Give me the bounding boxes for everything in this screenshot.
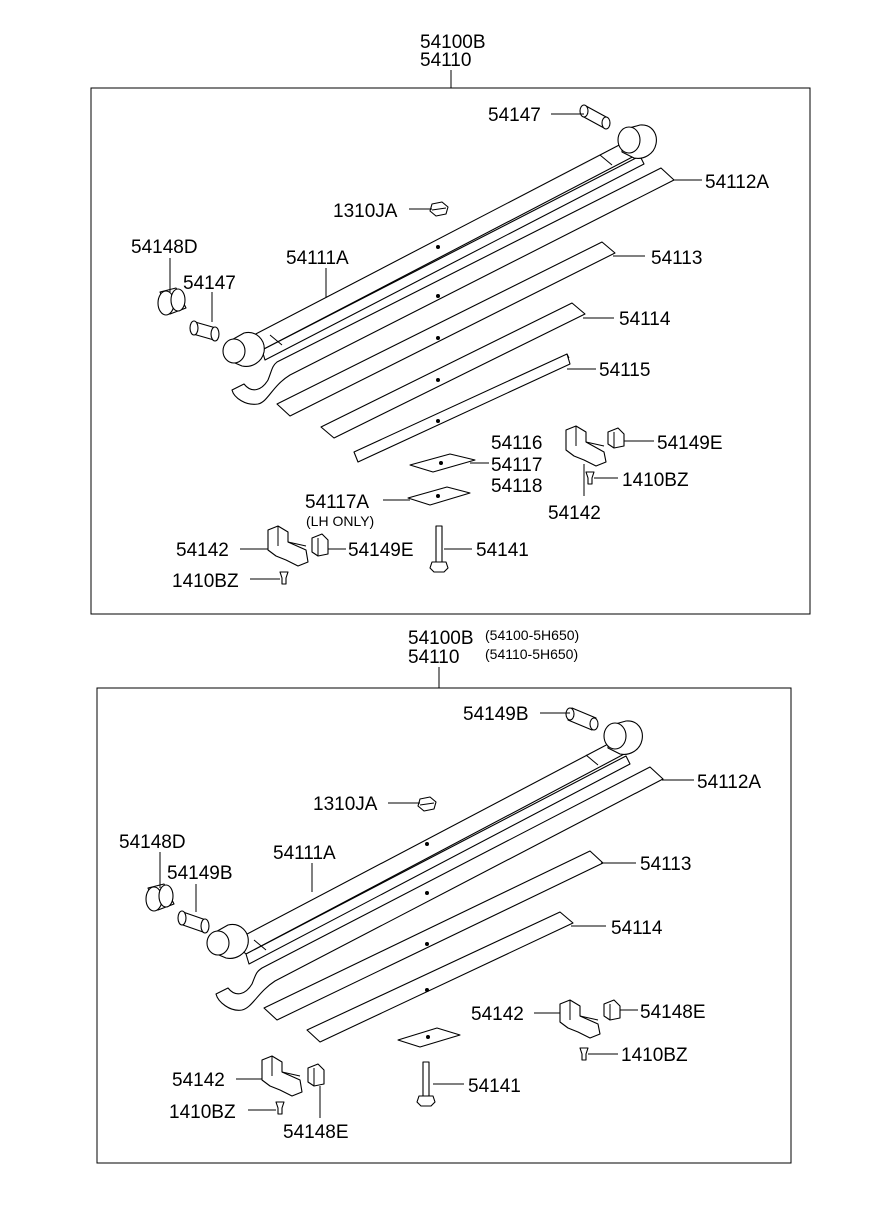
bottom-title-line-1: 54100B bbox=[408, 628, 474, 649]
top-nut-1310ja bbox=[429, 201, 449, 217]
bottom-callout-labels: 54149B 54112A 1310JA 54148D 54149B 54111… bbox=[119, 704, 761, 1143]
label-bottom-nut: 1310JA bbox=[313, 794, 378, 815]
top-leaf-54115 bbox=[353, 353, 571, 463]
label-top-leaf-3: 54113 bbox=[651, 248, 702, 269]
label-top-pad-group-2: 54117 bbox=[491, 455, 542, 476]
top-pad-54117a bbox=[407, 486, 471, 506]
label-top-center-bolt: 54141 bbox=[476, 540, 529, 561]
label-bottom-leaf-3: 54113 bbox=[640, 854, 691, 875]
top-leaf-54113 bbox=[276, 241, 616, 417]
label-bottom-leaf-2: 54112A bbox=[697, 772, 761, 793]
bottom-leaf-54113 bbox=[263, 850, 604, 1021]
label-bottom-clip-left: 54148E bbox=[283, 1122, 349, 1143]
label-bottom-main-leaf: 54111A bbox=[273, 843, 336, 864]
bottom-pad bbox=[397, 1027, 461, 1048]
top-callout-labels: 54147 54112A 1310JA 54148D 54147 54111A … bbox=[131, 105, 769, 592]
label-top-nut: 1310JA bbox=[333, 201, 398, 222]
label-bottom-clamp-right: 54142 bbox=[471, 1004, 524, 1025]
label-top-clamp-left: 54142 bbox=[176, 540, 229, 561]
top-leaf-54114 bbox=[320, 302, 586, 439]
label-top-main-leaf: 54111A bbox=[286, 248, 349, 269]
label-bottom-clip-bolt-right: 1410BZ bbox=[621, 1045, 688, 1066]
label-top-pad-group-3: 54118 bbox=[491, 476, 542, 497]
top-center-bolt-54141 bbox=[429, 525, 449, 573]
top-title-line-1: 54100B bbox=[420, 32, 486, 53]
label-top-clip-bolt-right: 1410BZ bbox=[622, 470, 689, 491]
label-top-pin-left: 54147 bbox=[183, 273, 236, 294]
bottom-clip-bolt-right bbox=[579, 1047, 589, 1061]
top-title-line-2: 54110 bbox=[420, 50, 471, 71]
label-top-leaf-4: 54114 bbox=[619, 309, 671, 330]
bottom-clip-left bbox=[307, 1063, 325, 1087]
label-top-clamp-right: 54142 bbox=[548, 503, 601, 524]
top-eye-left bbox=[222, 331, 265, 367]
label-top-pad-lh: 54117A bbox=[305, 492, 369, 513]
top-eye-right bbox=[617, 124, 657, 159]
label-bottom-pin-left: 54149B bbox=[167, 863, 233, 884]
bottom-title-line-2: 54110 bbox=[408, 647, 459, 668]
label-bottom-center-bolt: 54141 bbox=[468, 1076, 521, 1097]
label-top-clip-bolt-left: 1410BZ bbox=[172, 571, 239, 592]
top-clip-bolt-right bbox=[585, 471, 595, 485]
label-top-pad-group-1: 54116 bbox=[491, 433, 542, 454]
top-leader-lines bbox=[169, 113, 702, 580]
label-bottom-pin-right: 54149B bbox=[463, 704, 529, 725]
label-top-pin-right: 54147 bbox=[488, 105, 541, 126]
bottom-clamp-right bbox=[559, 999, 601, 1039]
bottom-clip-right bbox=[603, 999, 621, 1021]
bottom-nut-1310ja bbox=[417, 796, 437, 812]
bottom-pin-right bbox=[565, 707, 599, 731]
bottom-eye-left bbox=[206, 923, 249, 959]
bottom-eye-right bbox=[603, 720, 643, 755]
top-clamp-left bbox=[267, 525, 309, 567]
top-clip-bolt-left bbox=[279, 571, 289, 585]
top-bushing-54148d bbox=[157, 287, 187, 316]
label-top-leaf-5: 54115 bbox=[599, 360, 650, 381]
bottom-center-bolt-54141 bbox=[416, 1061, 436, 1107]
top-clip-left bbox=[311, 533, 329, 557]
label-bottom-clip-right: 54148E bbox=[640, 1002, 706, 1023]
bottom-title-note-1: (54100-5H650) bbox=[485, 627, 579, 643]
bottom-bushing-54148d bbox=[145, 883, 175, 912]
label-top-pad-lh-note: (LH ONLY) bbox=[306, 513, 374, 529]
bottom-leader-lines bbox=[159, 712, 694, 1118]
top-clamp-right bbox=[565, 425, 607, 467]
top-panel-frame bbox=[90, 87, 811, 615]
label-top-bushing: 54148D bbox=[131, 237, 198, 258]
label-bottom-leaf-4: 54114 bbox=[611, 918, 663, 939]
label-bottom-clamp-left: 54142 bbox=[172, 1070, 225, 1091]
top-panel: 54100B 54110 bbox=[90, 32, 811, 615]
top-pad-54116 bbox=[409, 453, 476, 473]
bottom-clip-bolt-left bbox=[275, 1101, 285, 1115]
bottom-panel-frame bbox=[96, 687, 792, 1164]
bottom-leaf-54114 bbox=[306, 911, 574, 1043]
bottom-pin-left bbox=[177, 910, 210, 934]
label-top-clip-left: 54149E bbox=[348, 540, 414, 561]
top-leaf-54112a bbox=[231, 167, 675, 405]
label-top-leaf-2: 54112A bbox=[705, 172, 769, 193]
bottom-title-note-2: (54110-5H650) bbox=[485, 646, 578, 662]
top-clip-right bbox=[607, 427, 625, 449]
top-pin-left bbox=[189, 320, 220, 342]
label-top-clip-right: 54149E bbox=[657, 433, 723, 454]
bottom-leaf-54112a bbox=[215, 766, 664, 1011]
label-bottom-bushing: 54148D bbox=[119, 832, 186, 853]
top-pin-right bbox=[579, 104, 611, 130]
bottom-clamp-left bbox=[261, 1055, 303, 1097]
bottom-panel: 54100B 54110 (54100-5H650) (54110-5H650) bbox=[96, 627, 792, 1164]
label-bottom-clip-bolt-left: 1410BZ bbox=[169, 1102, 236, 1123]
